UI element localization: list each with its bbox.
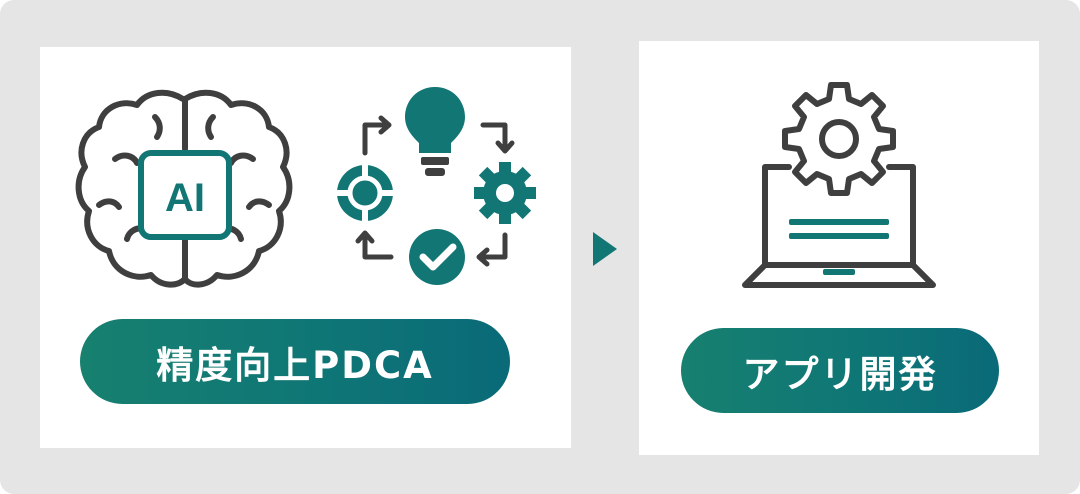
laptop-icon	[742, 82, 936, 288]
check-circle-icon	[409, 229, 465, 285]
pdca-card: AI	[40, 47, 571, 448]
brain-chip-text: AI	[165, 176, 205, 220]
ai-chip-icon	[138, 150, 232, 240]
lightbulb-icon	[405, 87, 465, 176]
brain-icon: AI	[75, 89, 293, 288]
gear-icon	[474, 162, 536, 224]
process-arrow-icon	[593, 232, 617, 266]
laptop-gear-icon	[782, 82, 896, 196]
app-dev-card: アプリ開発	[639, 41, 1039, 455]
cycle-arrows-icon	[337, 87, 536, 285]
app-dev-label: アプリ開発	[681, 328, 999, 413]
target-icon	[337, 165, 393, 221]
pdca-label: 精度向上PDCA	[80, 319, 510, 404]
